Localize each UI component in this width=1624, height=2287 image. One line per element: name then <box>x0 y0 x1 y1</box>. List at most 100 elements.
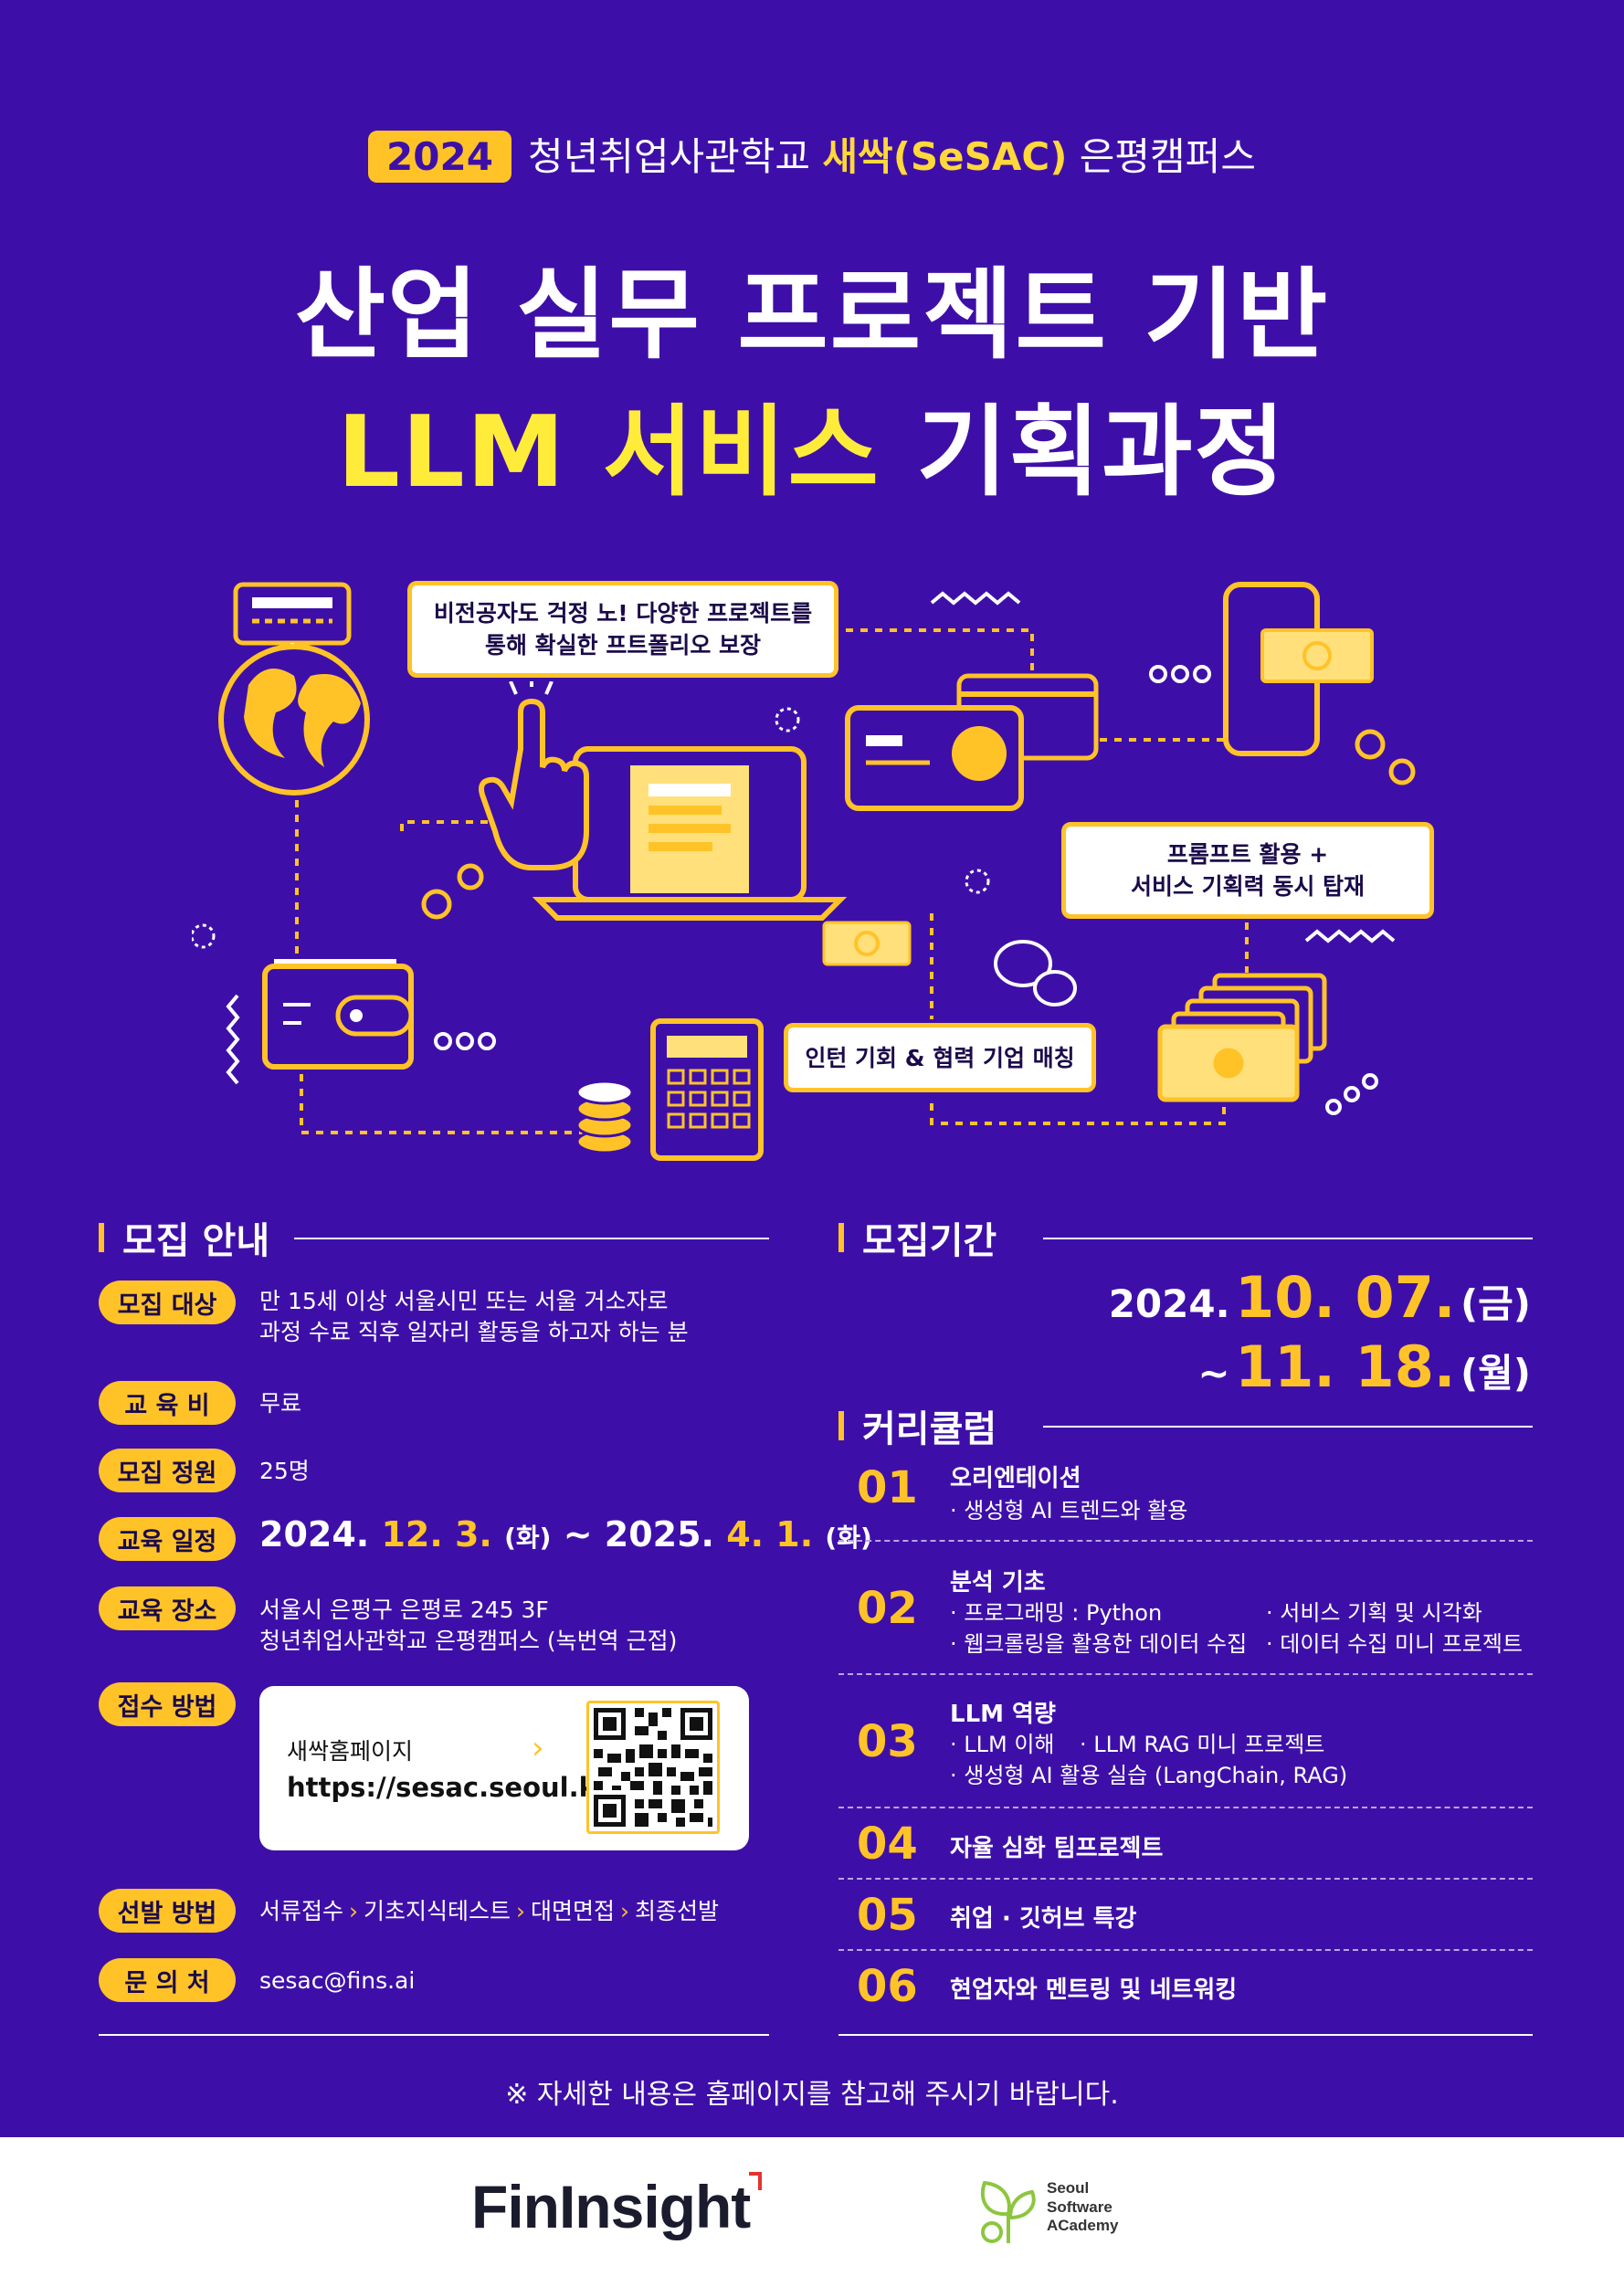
bubble-line: 통해 확실한 프트폴리오 보장 <box>484 632 762 659</box>
section-divider <box>838 2034 1533 2036</box>
select-steps: 서류접수›기초지식테스트›대면면접›최종선발 <box>259 1896 719 1927</box>
page-title-line1: 산업 실무 프로젝트 기반 <box>294 258 1330 373</box>
year-badge: 2024 <box>368 131 511 183</box>
period-start: 2024. 10. 07. (금) <box>1109 1264 1531 1331</box>
chevron-right-icon: › <box>516 1898 526 1924</box>
apply-url-link[interactable]: https://sesac.seoul.kr <box>287 1772 610 1803</box>
curriculum-divider <box>838 1807 1533 1808</box>
target-label: 모집 대상 <box>99 1281 236 1324</box>
bubble-line: 비전공자도 걱정 노! 다양한 프로젝트를 <box>433 600 813 627</box>
curriculum-number: 01 <box>857 1462 918 1513</box>
title-rest: 기획과정 <box>916 395 1287 510</box>
target-line: 만 15세 이상 서울시민 또는 서울 거소자로 <box>259 1288 669 1314</box>
qr-code-icon[interactable] <box>586 1701 720 1834</box>
coins-icon <box>575 1080 634 1154</box>
select-step: 서류접수 <box>259 1898 344 1924</box>
chevron-right-icon: › <box>349 1898 359 1924</box>
select-step: 대면면접 <box>531 1898 616 1924</box>
capacity-value: 25명 <box>259 1458 310 1484</box>
curriculum-divider <box>838 1878 1533 1880</box>
period-md: 10. 07. <box>1235 1264 1456 1331</box>
illustration-graphic <box>190 582 1416 1161</box>
curriculum-title: 자율 심화 팀프로젝트 <box>950 1835 1164 1862</box>
curriculum-sub: · 생성형 AI 트렌드와 활용 <box>950 1498 1188 1523</box>
select-step: 기초지식테스트 <box>364 1898 511 1924</box>
curriculum-title: 오리엔테이션 <box>950 1465 1081 1492</box>
globe-icon <box>218 644 370 796</box>
curriculum-title: 현업자와 멘트링 및 네트워킹 <box>950 1976 1238 2004</box>
wallet-icon <box>262 959 414 1070</box>
banknote-icon <box>822 921 912 966</box>
feature-bubble-intern: 인턴 기회 & 협력 기업 매칭 <box>780 1019 1100 1096</box>
section-divider <box>294 1238 769 1239</box>
curriculum-sub: · LLM 이해 <box>950 1732 1055 1757</box>
period-md: 11. 18. <box>1235 1333 1456 1400</box>
date-day: (화) <box>825 1523 872 1553</box>
page-title-line2: LLM 서비스 기획과정 <box>0 373 1624 515</box>
date-md: 4. 1. <box>726 1514 814 1555</box>
contact-label: 문 의 처 <box>99 1958 236 2002</box>
footer <box>0 2137 1624 2287</box>
section-bar <box>838 1411 844 1440</box>
bubble-line: 서비스 기획력 동시 탑재 <box>1130 873 1366 900</box>
laptop-icon <box>532 746 848 921</box>
curriculum-sub: · 서비스 기획 및 시각화 <box>1266 1600 1482 1626</box>
bubble-line: 인턴 기회 & 협력 기업 매칭 <box>805 1044 1075 1071</box>
recruit-section-title: 모집 안내 <box>99 1211 269 1264</box>
curriculum-number: 03 <box>857 1716 918 1767</box>
section-divider <box>1043 1238 1533 1239</box>
curriculum-title: 분석 기초 <box>950 1569 1046 1597</box>
period-day: (월) <box>1460 1351 1531 1396</box>
chevron-right-icon: › <box>620 1898 630 1924</box>
period-end: ~ 11. 18. (월) <box>1197 1333 1531 1400</box>
logo-line: ACademy <box>1047 2217 1119 2235</box>
period-tilde: ~ <box>1197 1351 1230 1396</box>
date-year: 2025. <box>604 1514 714 1555</box>
phone-icon <box>1223 582 1374 756</box>
section-title-text: 모집 안내 <box>122 1220 270 1262</box>
curriculum-title: LLM 역량 <box>950 1701 1056 1728</box>
curriculum-number: 02 <box>857 1583 918 1634</box>
select-step: 최종선발 <box>635 1898 720 1924</box>
section-bar <box>99 1223 104 1252</box>
fee-label: 교 육 비 <box>99 1381 236 1425</box>
brand-name: 새싹(SeSAC) <box>822 134 1068 179</box>
fee-value: 무료 <box>259 1390 302 1417</box>
homepage-note: ※ 자세한 내용은 홈페이지를 참고해 주시기 바랍니다. <box>505 2079 1119 2111</box>
calculator-icon <box>650 1018 764 1161</box>
apply-label: 접수 방법 <box>99 1682 236 1726</box>
date-day: (화) <box>504 1523 552 1553</box>
capacity-label: 모집 정원 <box>99 1449 236 1492</box>
contact-email-link[interactable]: sesac@fins.ai <box>259 1967 416 1994</box>
curriculum-number: 06 <box>857 1961 918 2012</box>
fininsight-logo: FinInsight <box>471 2173 751 2240</box>
sprout-logo-icon <box>980 2180 1036 2243</box>
feature-bubble-prompt: 프롬프트 활용 +서비스 기획력 동시 탑재 <box>1058 818 1438 922</box>
curriculum-divider <box>838 1540 1533 1542</box>
money-stack-icon <box>1157 973 1327 1102</box>
pointer-hand-icon <box>479 698 589 870</box>
curriculum-section-title: 커리큘럼 <box>838 1399 997 1452</box>
curriculum-sub: · 웹크롤링을 활용한 데이터 수집 <box>950 1631 1248 1657</box>
curriculum-sub: · LLM RAG 미니 프로젝트 <box>1080 1732 1325 1757</box>
credit-card-icon <box>845 673 1099 811</box>
section-divider <box>1043 1426 1533 1428</box>
place-label: 교육 장소 <box>99 1586 236 1630</box>
logo-line: Software <box>1047 2197 1113 2216</box>
section-divider <box>99 2034 769 2036</box>
campus-name: 은평캠퍼스 <box>1079 134 1256 179</box>
apply-card[interactable]: 새싹홈페이지 › https://sesac.seoul.kr <box>259 1686 749 1850</box>
chat-icon <box>994 940 1077 1006</box>
logo-accent-icon <box>749 2172 762 2190</box>
period-year: 2024. <box>1108 1281 1230 1326</box>
curriculum-number: 05 <box>857 1890 918 1941</box>
curriculum-divider <box>838 1673 1533 1675</box>
date-md: 12. 3. <box>381 1514 492 1555</box>
place-line: 청년취업사관학교 은평캠퍼스 (녹번역 근접) <box>259 1628 678 1654</box>
place-line: 서울시 은평구 은평로 245 3F <box>259 1597 549 1623</box>
